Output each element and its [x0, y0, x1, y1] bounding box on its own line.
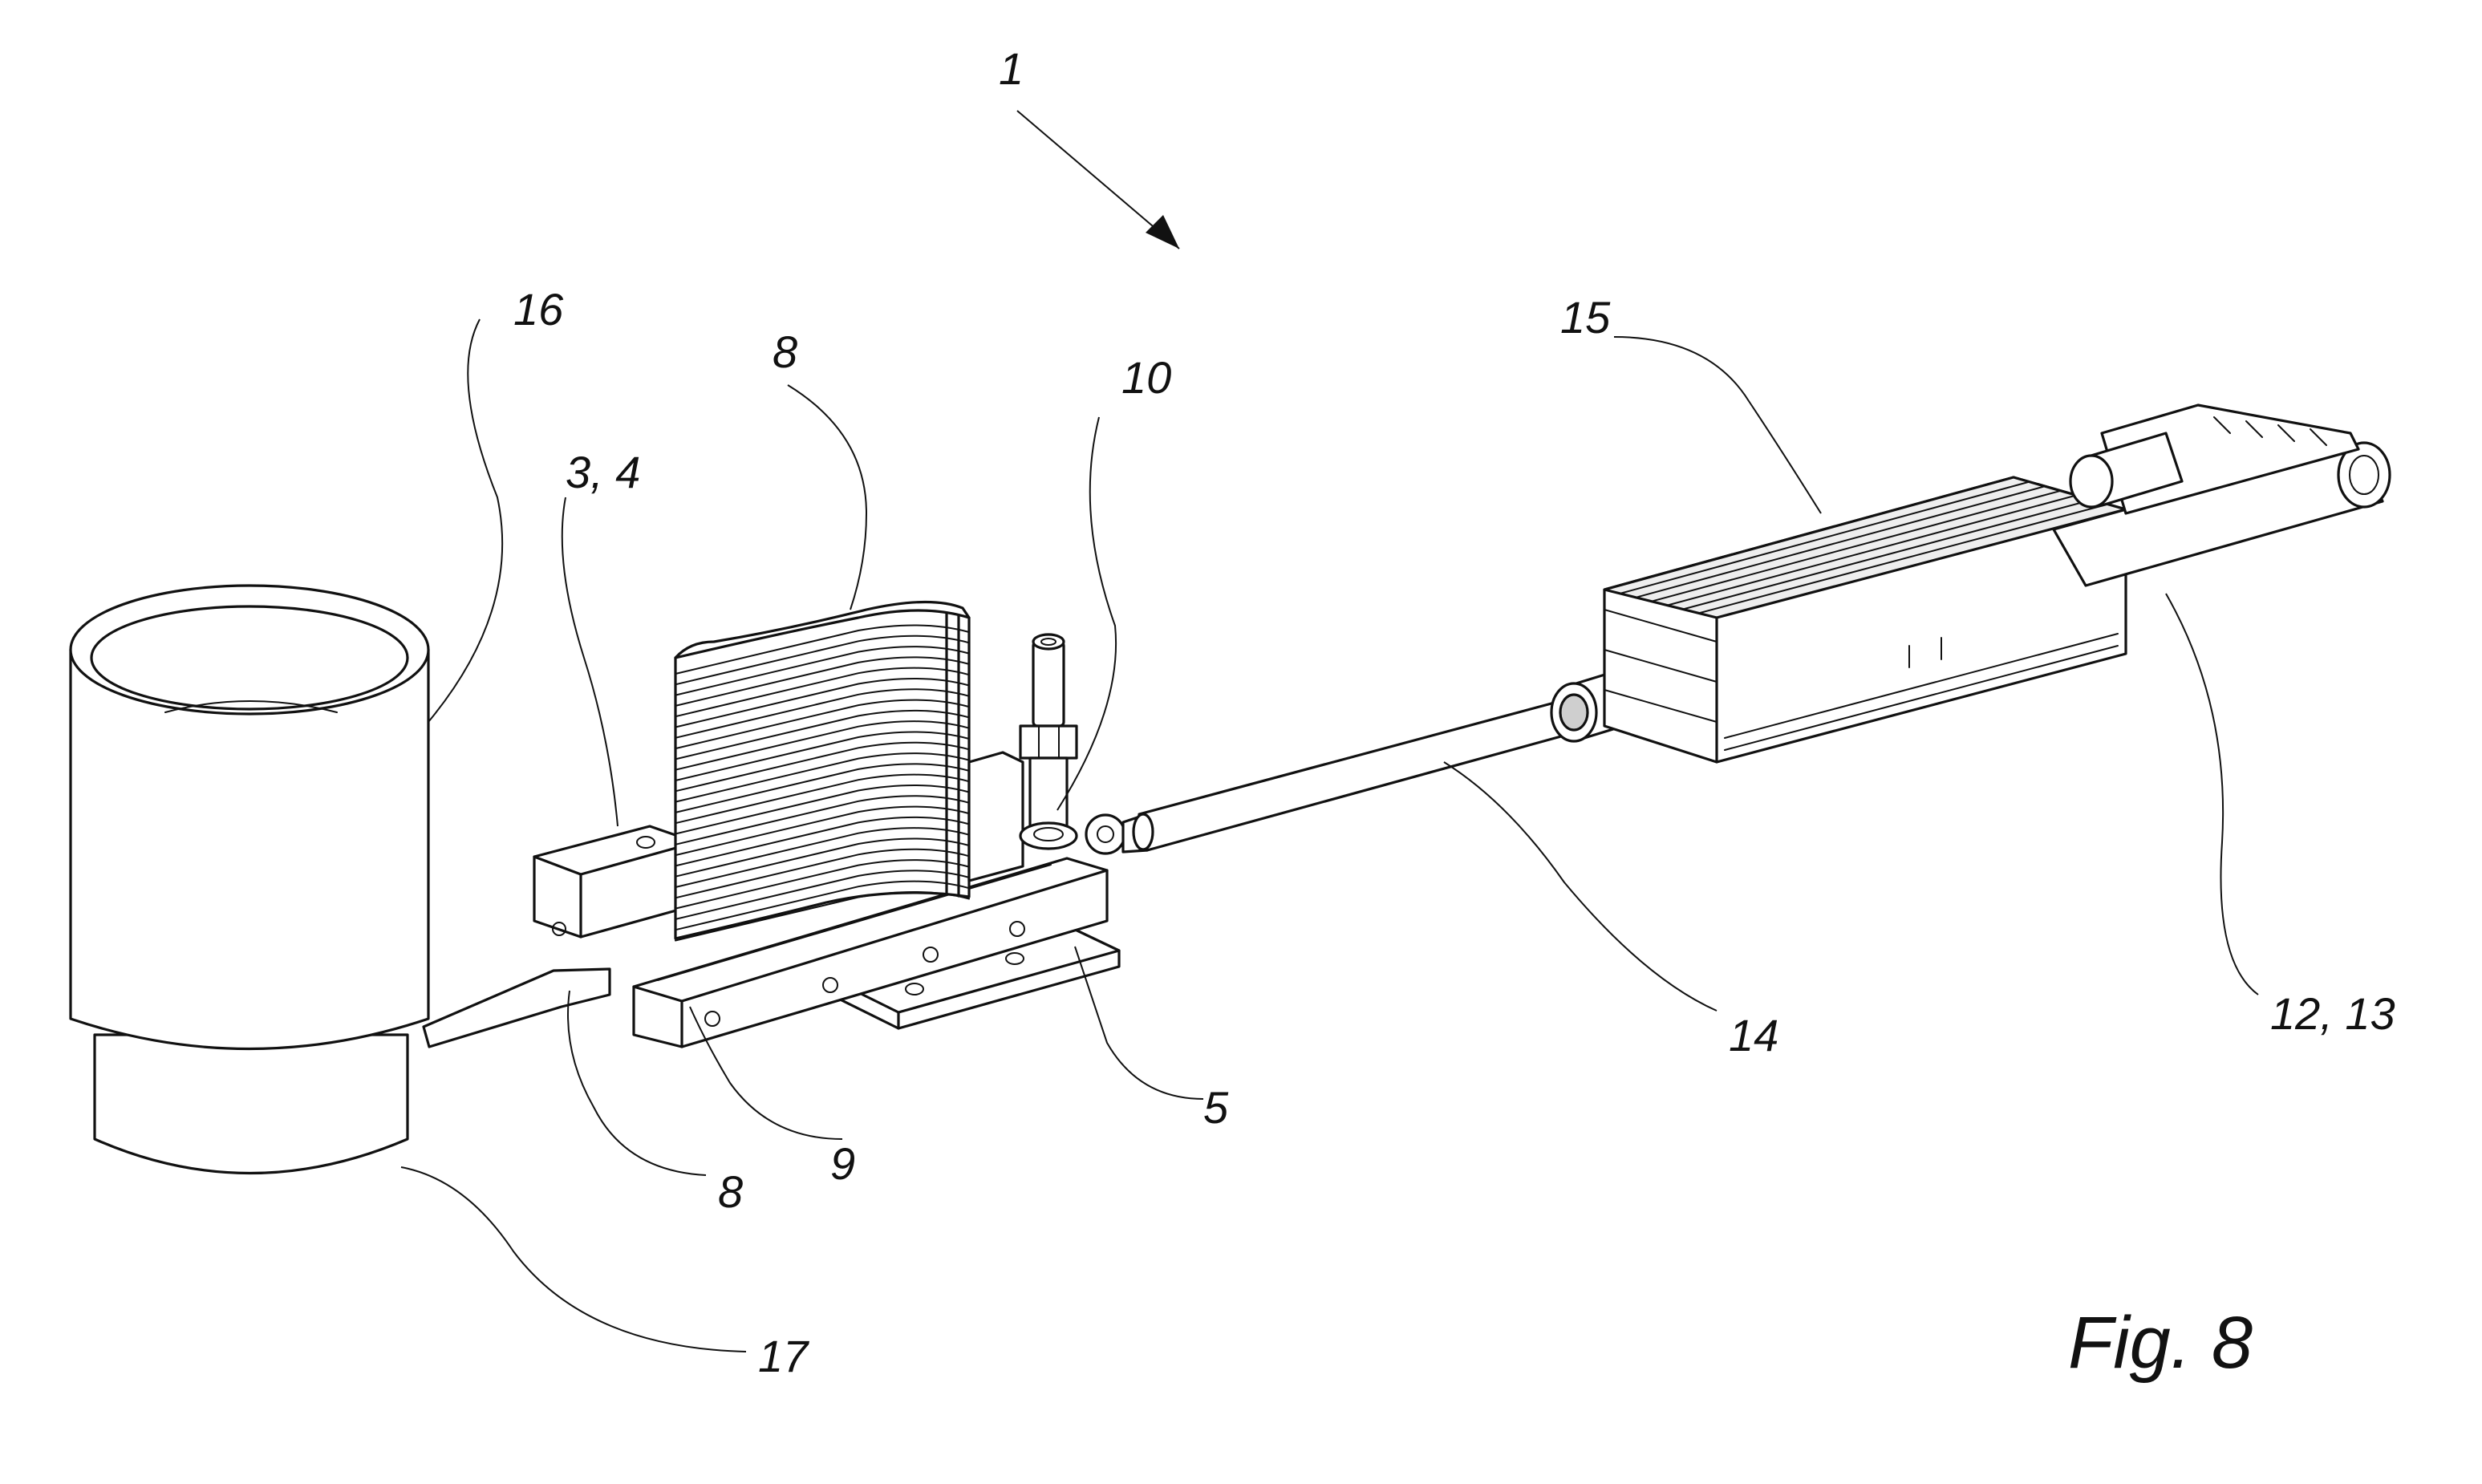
label-8-top: 8 — [773, 326, 797, 377]
label-9: 9 — [830, 1138, 855, 1189]
feed-tongue — [422, 967, 611, 1048]
cup-base — [93, 1033, 409, 1175]
stack-layers — [675, 624, 970, 942]
leader-lines — [400, 110, 2259, 1352]
figure-caption: Fig. 8 — [2068, 1302, 2253, 1384]
blank-stack — [674, 600, 971, 942]
cup-body — [69, 648, 430, 1051]
cup-assembly — [69, 584, 430, 1175]
cylinder-body — [1603, 476, 2127, 764]
label-5: 5 — [1203, 1082, 1229, 1133]
guide-block — [533, 825, 698, 939]
rear-block — [967, 751, 1024, 882]
label-8-bottom: 8 — [718, 1166, 743, 1217]
slide-rail — [632, 857, 1109, 1048]
label-1: 1 — [999, 43, 1024, 94]
rear-tube — [2052, 403, 2391, 587]
cylinder-grooves — [1619, 480, 2109, 614]
label-17: 17 — [758, 1331, 809, 1381]
label-12-13: 12, 13 — [2270, 988, 2395, 1039]
cup-inner-bottom — [164, 700, 338, 713]
fitting — [1019, 633, 1078, 850]
label-15: 15 — [1560, 292, 1611, 343]
label-3-4: 3, 4 — [566, 447, 640, 497]
label-16: 16 — [513, 284, 564, 335]
label-14: 14 — [1729, 1010, 1778, 1060]
label-10: 10 — [1121, 352, 1171, 403]
cup-inner-rim — [90, 605, 409, 711]
piston-rod — [1132, 696, 1586, 852]
cup-rim — [69, 584, 430, 716]
